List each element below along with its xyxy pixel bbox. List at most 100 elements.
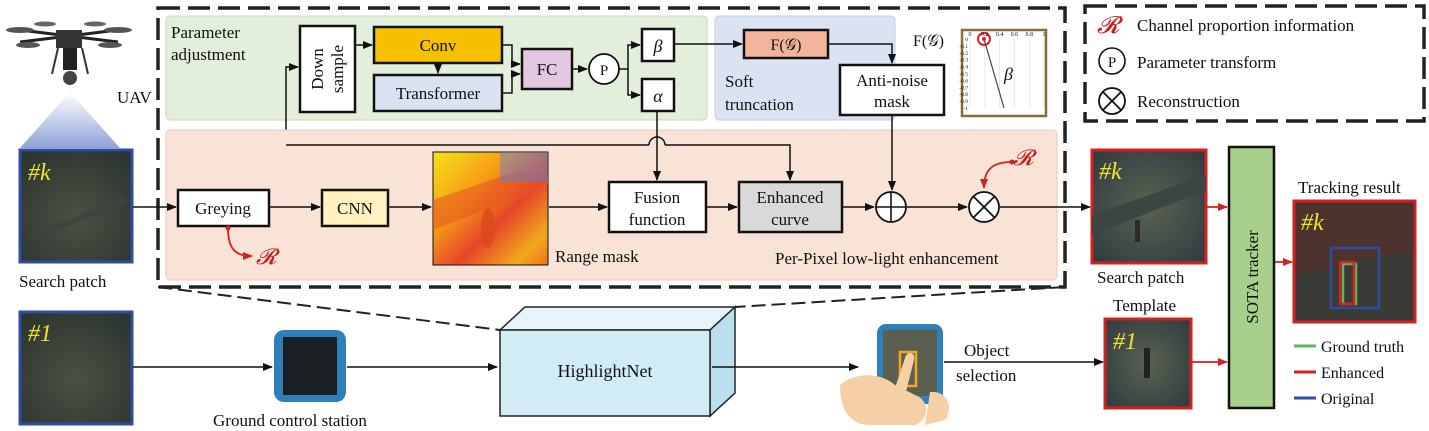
search-patch-tag: #k <box>28 160 51 186</box>
legend-p-icon <box>1098 47 1126 75</box>
enhanced-curve-box <box>737 180 844 234</box>
object-selection-line2: selection <box>956 366 1017 385</box>
object-selection-line1: Object <box>964 341 1010 360</box>
greying-label: Greying <box>195 199 251 218</box>
tracking-result-image: #k <box>1292 199 1417 324</box>
fc-label: FC <box>537 60 558 79</box>
template-title: Template <box>1113 296 1176 315</box>
range-mask-image <box>432 151 549 266</box>
addition-node <box>875 191 907 223</box>
legend-entry-label: Ground truth <box>1321 339 1404 356</box>
enhanced-bbox <box>1338 260 1356 306</box>
r-output-arrow <box>227 227 253 260</box>
legend-entry-label: Enhanced <box>1321 365 1384 382</box>
plot-ytick: -0.6 <box>959 78 968 84</box>
r-symbol-reconstruction: 𝓡 <box>1013 145 1037 170</box>
plot-xtick: 0.2 <box>981 32 989 38</box>
param-title-line1: Parameter <box>171 23 240 42</box>
tracking-result-title: Tracking result <box>1298 178 1401 197</box>
plot-ytick: -0.1 <box>959 44 968 50</box>
r-symbol-greying: 𝓡 <box>256 244 280 269</box>
downsample-box <box>298 24 357 114</box>
plot-ytick: -0.2 <box>959 51 968 57</box>
soft-title-line1: Soft <box>725 72 754 91</box>
transformer-label: Transformer <box>396 84 481 103</box>
plot-xtick: 0 <box>969 32 972 38</box>
fusion-line2: function <box>629 210 686 229</box>
enh-search-tag: #k <box>1099 159 1122 185</box>
original-bbox <box>1329 246 1381 310</box>
plot-xtick: 0.6 <box>1011 32 1019 38</box>
enhancement-title: Per-Pixel low-light enhancement <box>775 249 999 268</box>
legend-box <box>1083 4 1426 123</box>
fusion-line1: Fusion <box>634 188 681 207</box>
range-mask-label: Range mask <box>555 247 639 266</box>
plot-ytick: -0.9 <box>959 99 968 105</box>
plot-ytick: -0.4 <box>959 65 968 71</box>
plot-xtick: 0.4 <box>996 32 1004 38</box>
p-label: P <box>600 63 608 79</box>
highlightnet-label: HighlightNet <box>558 361 653 381</box>
fg-plot-label: F(𝒢) <box>913 33 944 50</box>
template-patch-original: #1 <box>18 310 134 426</box>
curve-line2: curve <box>771 210 809 229</box>
ground-station-label: Ground control station <box>213 411 367 430</box>
ground-control-station-icon <box>274 330 346 402</box>
alpha-box <box>640 77 676 113</box>
legend-x-label: Reconstruction <box>1137 92 1240 111</box>
transformer-box <box>372 73 504 113</box>
beta-label: β <box>653 36 663 56</box>
uav-label: UAV <box>117 88 152 107</box>
legend-r-label: Channel proportion information <box>1137 16 1355 35</box>
plot-ytick: -0.5 <box>959 72 968 78</box>
highlightnet-block: HighlightNet <box>498 305 737 418</box>
search-patch-original: #k <box>18 148 134 264</box>
highlightnet-detail-frame <box>156 6 1067 289</box>
enh-search-caption: Search patch <box>1097 268 1185 287</box>
plot-xtick: 1 <box>1043 32 1046 38</box>
enhanced-search-patch: #k <box>1090 148 1208 265</box>
downsample-line2: sample <box>328 45 347 93</box>
anti-noise-line1: Anti-noise <box>856 71 928 90</box>
conv-label: Conv <box>420 36 457 55</box>
alpha-label: α <box>653 86 663 106</box>
plot-ytick: -0.8 <box>959 92 968 98</box>
enh-template-tag: #1 <box>1113 329 1137 355</box>
plot-xtick: 0.8 <box>1025 32 1033 38</box>
legend-reconstruction-icon <box>1098 87 1126 115</box>
cnn-box <box>320 188 390 228</box>
zoom-line-left <box>157 286 501 331</box>
fg-box-label: F(𝒢) <box>771 37 802 54</box>
sota-tracker-label: SOTA tracker <box>1243 230 1262 324</box>
zoom-line-right <box>734 286 1066 308</box>
legend-p-label: Parameter transform <box>1137 53 1276 72</box>
downsample-line1: Down <box>308 48 327 90</box>
soft-title-line2: truncation <box>725 95 794 114</box>
plot-ytick: -0.7 <box>959 85 968 91</box>
plot-ytick: -0.3 <box>959 58 968 64</box>
fc-box <box>520 47 574 91</box>
uav-icon <box>6 21 132 85</box>
template-patch-tag: #1 <box>28 321 52 347</box>
plot-beta: β <box>1003 64 1013 84</box>
search-patch-caption: Search patch <box>19 272 107 291</box>
legend-entry-label: Original <box>1321 391 1375 408</box>
r-input-arrow <box>980 161 1013 189</box>
enhanced-template-patch: #1 <box>1103 317 1193 410</box>
legend-p-symbol: P <box>1108 55 1116 71</box>
plot-ytick: -1 <box>963 106 968 112</box>
curve-line1: Enhanced <box>756 188 824 207</box>
camera-beam <box>20 92 120 148</box>
greying-box <box>176 188 271 228</box>
object-selection-device-icon <box>840 324 950 425</box>
result-tag: #k <box>1301 210 1324 236</box>
reconstruction-node <box>968 191 1000 223</box>
fusion-function-box <box>607 180 708 234</box>
beta-box <box>640 27 676 63</box>
cnn-label: CNN <box>337 199 373 218</box>
sota-tracker-box <box>1227 145 1276 410</box>
plot-ytick: 0 <box>965 37 968 43</box>
